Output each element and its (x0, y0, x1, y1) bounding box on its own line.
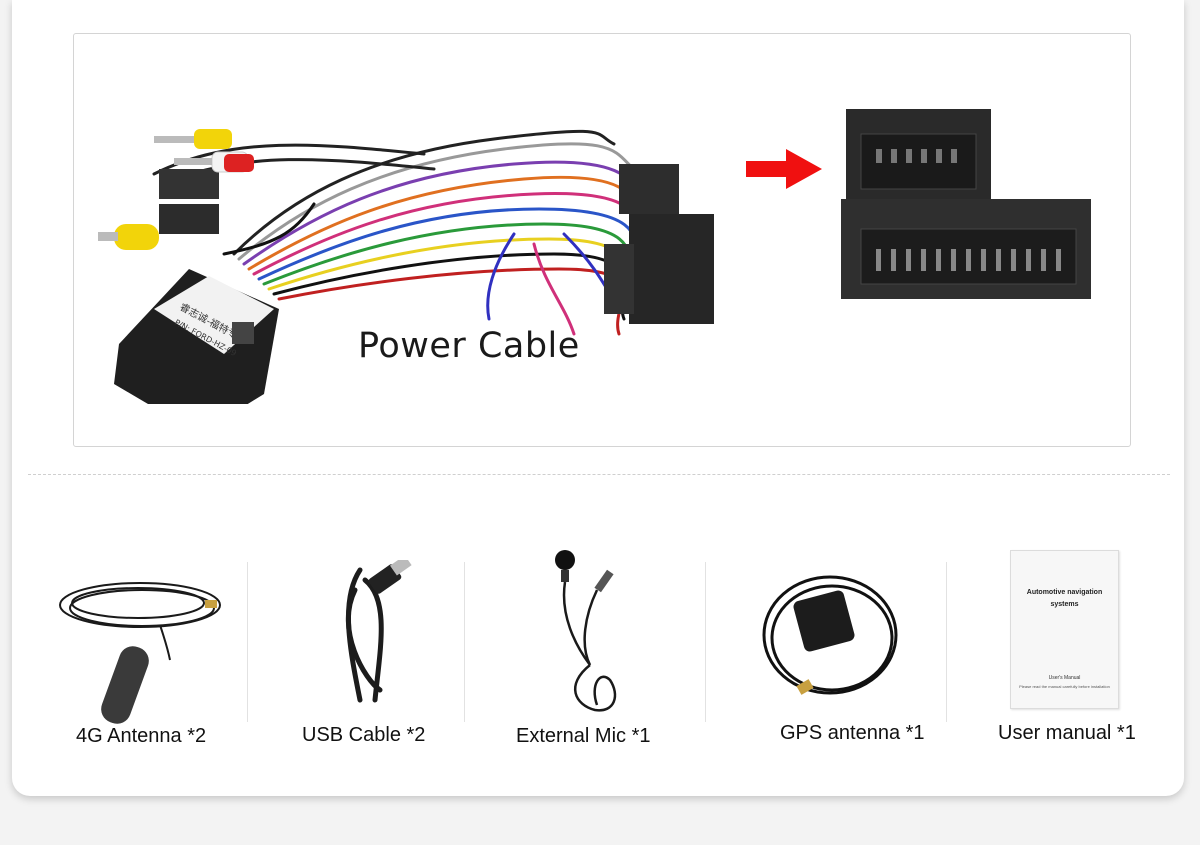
accessory-label: External Mic *1 (516, 725, 651, 747)
connector-image (841, 109, 1091, 299)
section-divider (28, 474, 1170, 475)
user-manual-image: Automotive navigation systems User's Man… (1010, 550, 1119, 709)
arrow-right-icon (746, 149, 822, 189)
accessory-label: 4G Antenna *2 (76, 725, 207, 747)
manual-footer-note: Please read the manual carefully before … (1019, 684, 1110, 689)
item-separator (247, 562, 248, 722)
accessory-4g-antenna: 4G Antenna *2 (50, 540, 240, 755)
accessory-gps-antenna: GPS antenna *1 (755, 540, 945, 755)
accessory-label: GPS antenna *1 (780, 722, 925, 744)
accessory-user-manual: Automotive navigation systems User's Man… (985, 540, 1160, 755)
accessory-label: User manual *1 (998, 722, 1136, 744)
power-cable-harness-image: 睿志诚-福特专用 P/N: FORD-HZ-09 (98, 129, 714, 404)
item-separator (946, 562, 947, 722)
accessory-external-mic: External Mic *1 (505, 540, 685, 755)
accessory-label: USB Cable *2 (302, 724, 426, 746)
manual-footer-title: User's Manual (1048, 675, 1081, 681)
accessory-usb-cable: USB Cable *2 (290, 540, 460, 755)
power-cable-panel: 睿志诚-福特专用 P/N: FORD-HZ-09 Power Cable (73, 33, 1131, 447)
manual-cover-title-line1: Automotive navigation (1026, 589, 1103, 596)
manual-cover-title-line2: systems (1050, 601, 1079, 608)
item-separator (464, 562, 465, 722)
power-cable-title: Power Cable (358, 326, 580, 366)
4g-antenna-image (59, 582, 221, 724)
gps-antenna-image (762, 575, 898, 695)
external-mic-image (555, 550, 617, 712)
item-separator (705, 562, 706, 722)
usb-cable-image (345, 560, 412, 703)
